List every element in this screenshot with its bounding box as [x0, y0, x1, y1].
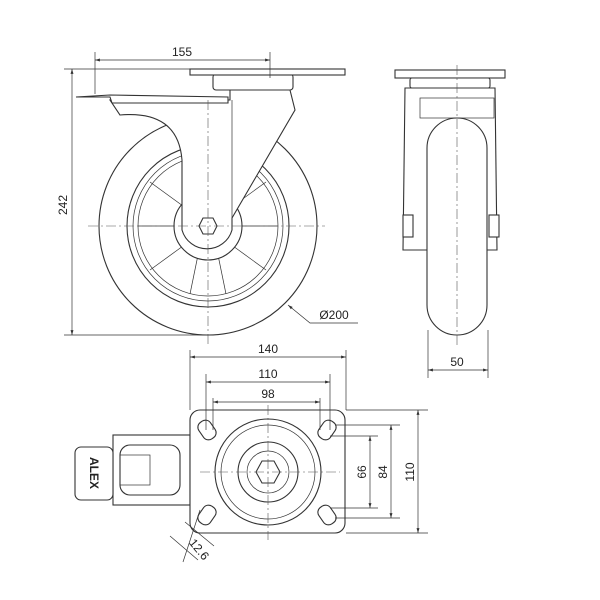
bottom-view: ALEX 140 110 98 66 [74, 342, 428, 563]
fork [108, 89, 296, 250]
swivel-bearing [212, 73, 294, 91]
mounting-holes [197, 419, 337, 526]
side-view: 50 [394, 65, 506, 378]
dim-wheel-diameter: Ø200 [319, 308, 349, 322]
top-plate [189, 68, 346, 76]
dim-wheel-width-50: 50 [450, 355, 464, 369]
axle-nut-right [488, 214, 500, 238]
axle-nut-left [402, 214, 414, 238]
wheel-spokes [138, 181, 278, 295]
dim-hole-spacing-98: 98 [261, 387, 275, 401]
dim-vertical-66: 66 [355, 465, 369, 479]
dim-width-155: 155 [172, 45, 192, 59]
dim-vertical-84: 84 [376, 465, 390, 479]
dim-plate-width-140: 140 [258, 342, 278, 356]
dim-plate-height-110: 110 [403, 462, 417, 481]
brake-lever [75, 94, 229, 104]
mounting-plate [189, 409, 346, 534]
side-top-plate [394, 69, 506, 79]
dim-height-242: 242 [56, 195, 70, 215]
brake-pedal [74, 446, 114, 501]
dim-hole-spacing-110: 110 [258, 367, 277, 381]
brand-label: ALEX [87, 457, 101, 489]
front-view: 155 242 Ø200 [56, 45, 358, 345]
